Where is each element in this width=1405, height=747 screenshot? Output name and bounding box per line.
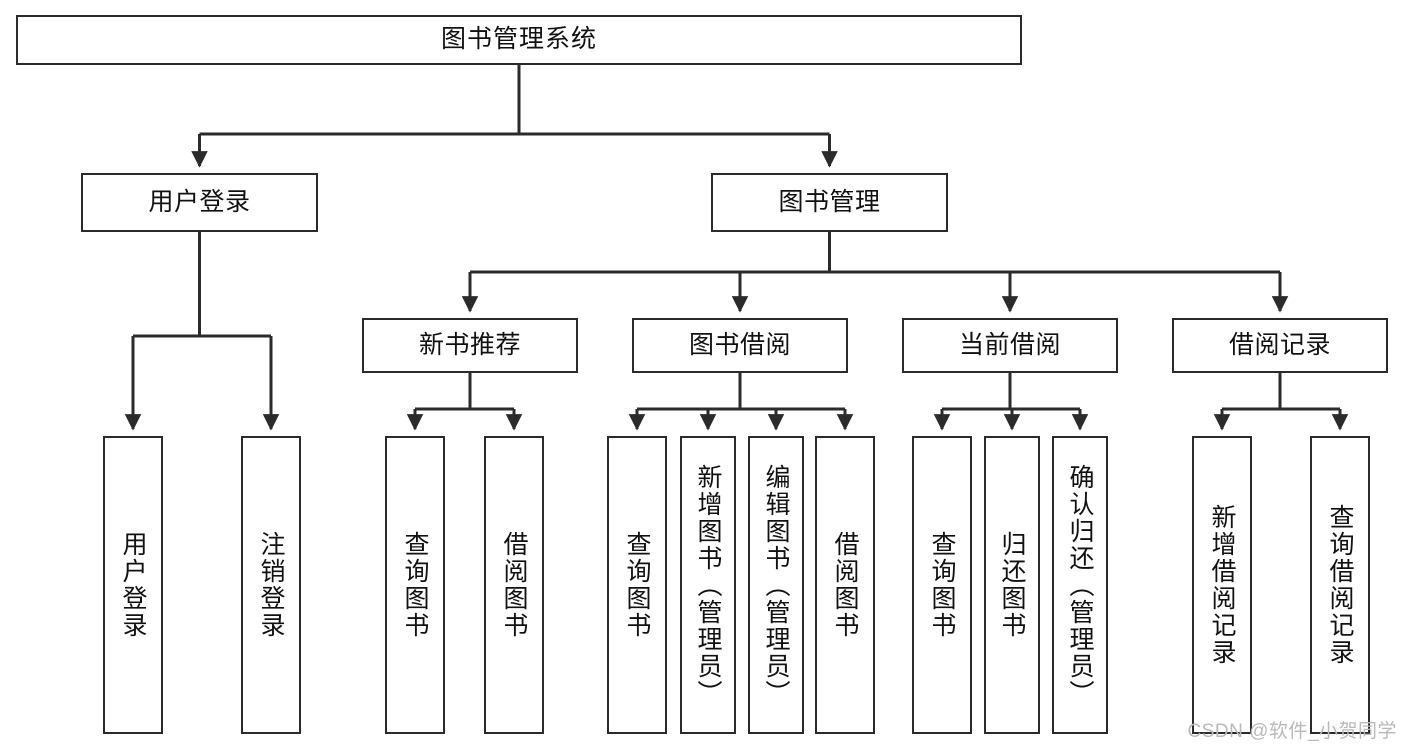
node-label: 新增图书（管理员） [694, 463, 722, 707]
node-label: 借阅图书 [500, 531, 528, 639]
watermark-text: CSDN @软件_小贺同学 [1187, 721, 1397, 742]
leaf-add-book-admin[interactable]: 新增图书（管理员） [680, 436, 736, 734]
node-user-login[interactable]: 用户登录 [81, 173, 318, 232]
node-current-borrow[interactable]: 当前借阅 [902, 318, 1118, 373]
node-label: 借阅记录 [1228, 330, 1331, 359]
node-label: 归还图书 [998, 531, 1026, 639]
leaf-query-book-borrow[interactable]: 查询图书 [607, 436, 667, 734]
node-root-system[interactable]: 图书管理系统 [16, 15, 1022, 65]
node-label: 查询图书 [401, 531, 429, 639]
node-label: 新书推荐 [418, 330, 521, 359]
node-label: 注销登录 [257, 531, 285, 639]
node-label: 编辑图书（管理员） [762, 463, 790, 707]
node-label: 借阅图书 [831, 531, 859, 639]
leaf-borrow-book-recommend[interactable]: 借阅图书 [484, 436, 544, 734]
leaf-logout[interactable]: 注销登录 [241, 436, 301, 734]
node-label: 当前借阅 [958, 330, 1061, 359]
node-book-manage[interactable]: 图书管理 [711, 173, 948, 232]
node-borrow-record[interactable]: 借阅记录 [1172, 318, 1388, 373]
node-label: 图书管理 [778, 187, 881, 216]
node-label: 新增借阅记录 [1208, 504, 1236, 666]
leaf-edit-book-admin[interactable]: 编辑图书（管理员） [748, 436, 804, 734]
node-label: 图书借阅 [688, 330, 791, 359]
node-label: 确认归还（管理员） [1066, 463, 1094, 707]
node-new-book-recommend[interactable]: 新书推荐 [362, 318, 578, 373]
node-label: 查询图书 [928, 531, 956, 639]
leaf-user-login[interactable]: 用户登录 [103, 436, 163, 734]
node-label: 用户登录 [148, 187, 251, 216]
leaf-query-book-recommend[interactable]: 查询图书 [385, 436, 445, 734]
node-label: 图书管理系统 [440, 25, 597, 54]
node-label: 用户登录 [119, 531, 147, 639]
leaf-borrow-book[interactable]: 借阅图书 [815, 436, 875, 734]
leaf-return-book[interactable]: 归还图书 [984, 436, 1040, 734]
node-book-borrow[interactable]: 图书借阅 [632, 318, 848, 373]
leaf-query-borrow-record[interactable]: 查询借阅记录 [1310, 436, 1370, 734]
node-label: 查询借阅记录 [1326, 504, 1354, 666]
node-label: 查询图书 [623, 531, 651, 639]
leaf-add-borrow-record[interactable]: 新增借阅记录 [1192, 436, 1252, 734]
leaf-query-book-current[interactable]: 查询图书 [912, 436, 972, 734]
leaf-confirm-return-admin[interactable]: 确认归还（管理员） [1052, 436, 1108, 734]
